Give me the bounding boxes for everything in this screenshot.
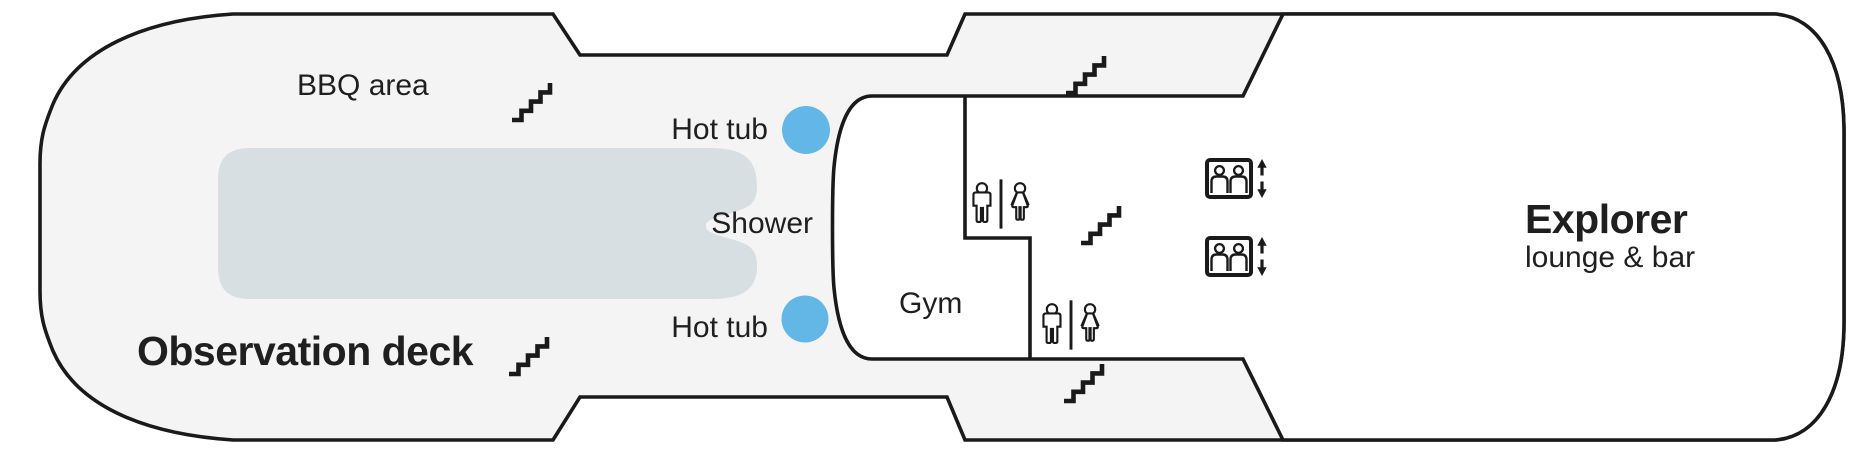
explorer-lounge-subtitle: lounge & bar bbox=[1525, 241, 1695, 274]
explorer-lounge-title: Explorer bbox=[1525, 196, 1688, 242]
shower-label: Shower bbox=[711, 207, 813, 240]
hot-tub-forward-label: Hot tub bbox=[671, 113, 768, 146]
hot-tub-circle bbox=[781, 295, 829, 343]
sun-deck-area bbox=[218, 148, 757, 299]
observation-deck-label: Observation deck bbox=[137, 328, 474, 374]
interior-walls bbox=[963, 96, 1032, 359]
bbq-area-label: BBQ area bbox=[297, 69, 429, 102]
hot-tub-circle bbox=[782, 106, 830, 154]
hot-tub-aft-label: Hot tub bbox=[671, 311, 768, 344]
gym-label: Gym bbox=[899, 287, 962, 320]
